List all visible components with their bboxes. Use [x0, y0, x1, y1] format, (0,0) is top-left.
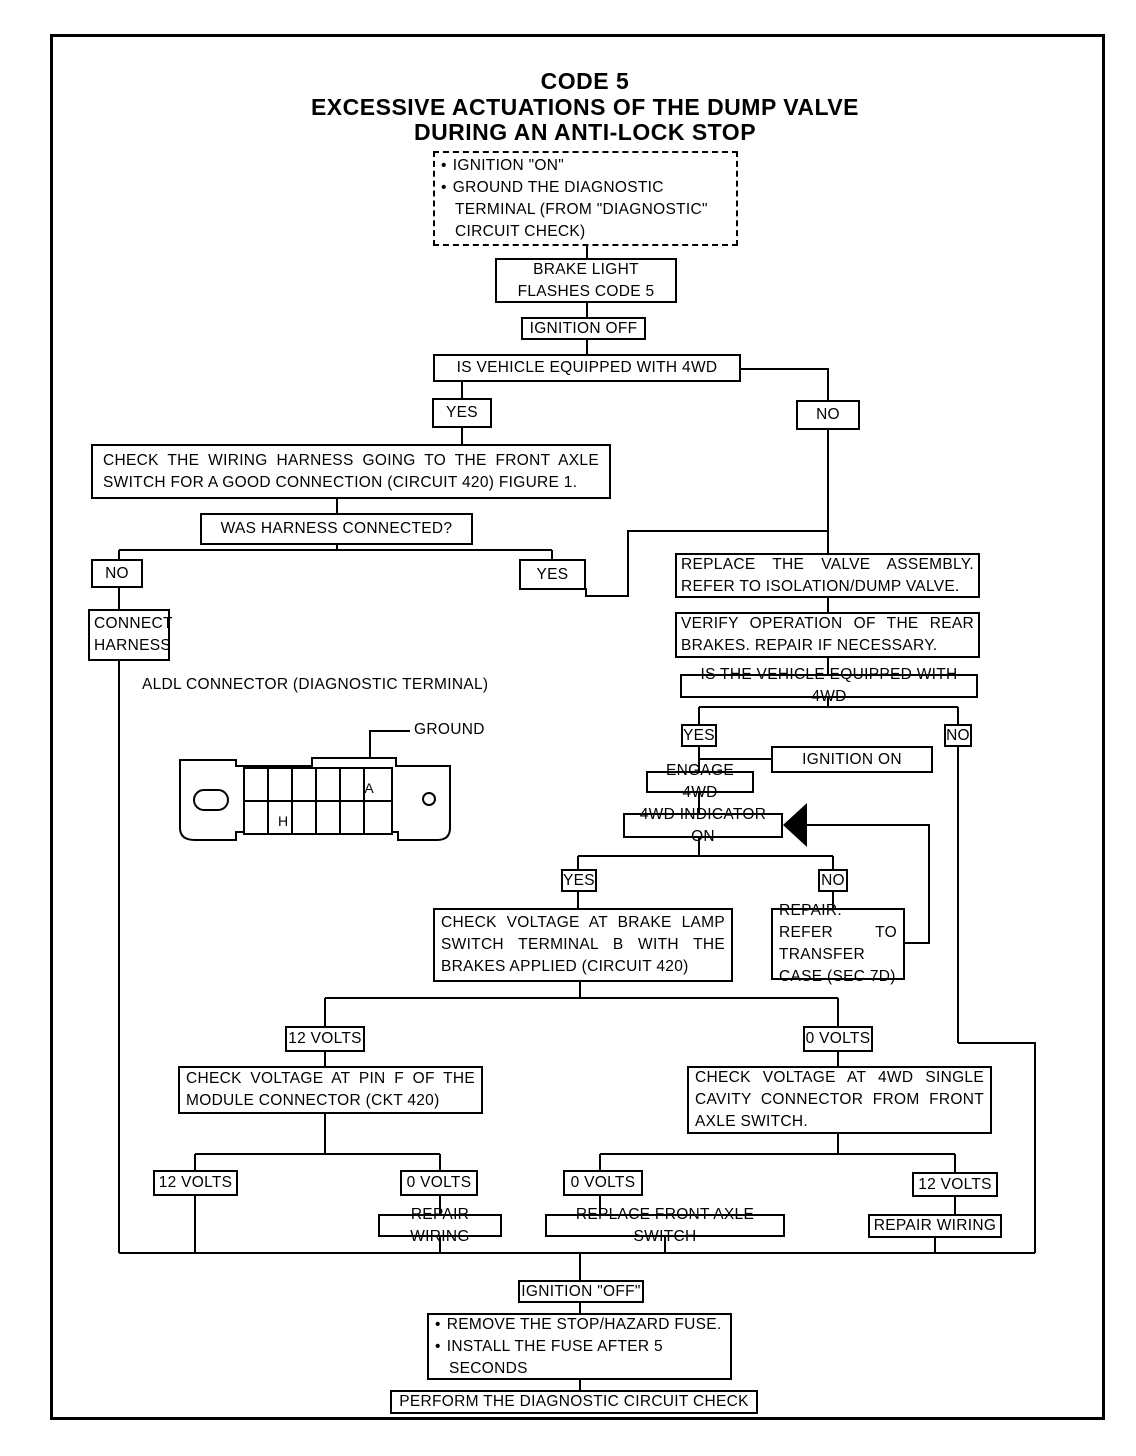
repair-wiring-box-2: REPAIR WIRING: [868, 1214, 1002, 1238]
fuse-steps-box: REMOVE THE STOP/HAZARD FUSE. INSTALL THE…: [427, 1313, 732, 1380]
fault-subtitle: DURING AN ANTI-LOCK STOP: [413, 119, 757, 145]
no-label-4: NO: [818, 869, 848, 892]
zero-volts-label-3: 0 VOLTS: [563, 1170, 643, 1196]
fuse-step-2: INSTALL THE FUSE AFTER 5 SECONDS: [433, 1336, 726, 1380]
repair-wiring-box-1: REPAIR WIRING: [378, 1206, 502, 1245]
diagram-frame: [50, 34, 1105, 1420]
replace-front-axle-box: REPLACE FRONT AXLE SWITCH: [545, 1206, 785, 1245]
yes-label-2: YES: [519, 559, 586, 590]
check-pin-f-box: CHECK VOLTAGE AT PIN F OF THE MODULE CON…: [178, 1066, 483, 1114]
ground-label: GROUND: [414, 721, 485, 738]
ignition-off-box-2: IGNITION "OFF": [518, 1280, 644, 1303]
start-step-2: GROUND THE DIAGNOSTIC TERMINAL (FROM "DI…: [439, 177, 732, 243]
aldl-connector-icon: [179, 757, 451, 841]
aldl-caption: ALDL CONNECTOR (DIAGNOSTIC TERMINAL): [142, 676, 489, 693]
twelve-volts-label-3: 12 VOLTS: [912, 1172, 998, 1197]
pin-h-label: H: [278, 813, 288, 829]
twelve-volts-label-1: 12 VOLTS: [285, 1026, 365, 1052]
connect-harness-box: CONNECT HARNESS: [88, 609, 172, 661]
no-label-3: NO: [944, 724, 972, 747]
no-label-2: NO: [91, 559, 143, 588]
is-4wd-question-2: IS THE VEHICLE EQUIPPED WITH 4WD: [680, 666, 978, 705]
start-steps-box: IGNITION "ON" GROUND THE DIAGNOSTIC TERM…: [433, 151, 738, 246]
yes-label-1: YES: [432, 398, 492, 428]
start-step-1: IGNITION "ON": [439, 155, 732, 177]
replace-valve-box: REPLACE THE VALVE ASSEMBLY. REFER TO ISO…: [675, 553, 980, 598]
check-single-cavity-box: CHECK VOLTAGE AT 4WD SINGLE CAVITY CONNE…: [687, 1066, 992, 1134]
repair-transfer-box: REPAIR. REFER TO TRANSFER CASE (SEC 7D): [771, 902, 905, 985]
zero-volts-label-2: 0 VOLTS: [400, 1170, 478, 1196]
indicator-on-question: 4WD INDICATOR ON: [623, 806, 783, 845]
brake-light-flashes-box: BRAKE LIGHT FLASHES CODE 5: [495, 258, 677, 303]
no-label-1: NO: [796, 400, 860, 430]
ignition-off-box: IGNITION OFF: [521, 317, 646, 340]
check-harness-box: CHECK THE WIRING HARNESS GOING TO THE FR…: [91, 444, 611, 499]
pin-a-label: A: [364, 780, 374, 796]
verify-rear-brakes-box: VERIFY OPERATION OF THE REAR BRAKES. REP…: [675, 612, 980, 658]
harness-connected-question: WAS HARNESS CONNECTED?: [200, 513, 473, 545]
fuse-step-1: REMOVE THE STOP/HAZARD FUSE.: [433, 1314, 726, 1336]
arrowhead-icon: [783, 803, 807, 847]
check-brake-lamp-box: CHECK VOLTAGE AT BRAKE LAMP SWITCH TERMI…: [433, 908, 733, 982]
perform-circuit-check-box: PERFORM THE DIAGNOSTIC CIRCUIT CHECK: [390, 1390, 758, 1414]
is-4wd-question-1: IS VEHICLE EQUIPPED WITH 4WD: [433, 354, 741, 382]
zero-volts-label-1: 0 VOLTS: [803, 1026, 873, 1052]
twelve-volts-label-2: 12 VOLTS: [153, 1170, 238, 1196]
code-title: CODE 5: [540, 68, 630, 94]
ignition-on-box: IGNITION ON: [771, 746, 933, 773]
yes-label-3: YES: [681, 724, 717, 747]
yes-label-4: YES: [561, 869, 597, 892]
fault-title: EXCESSIVE ACTUATIONS OF THE DUMP VALVE: [310, 94, 860, 120]
engage-4wd-box: ENGAGE 4WD: [646, 762, 754, 801]
